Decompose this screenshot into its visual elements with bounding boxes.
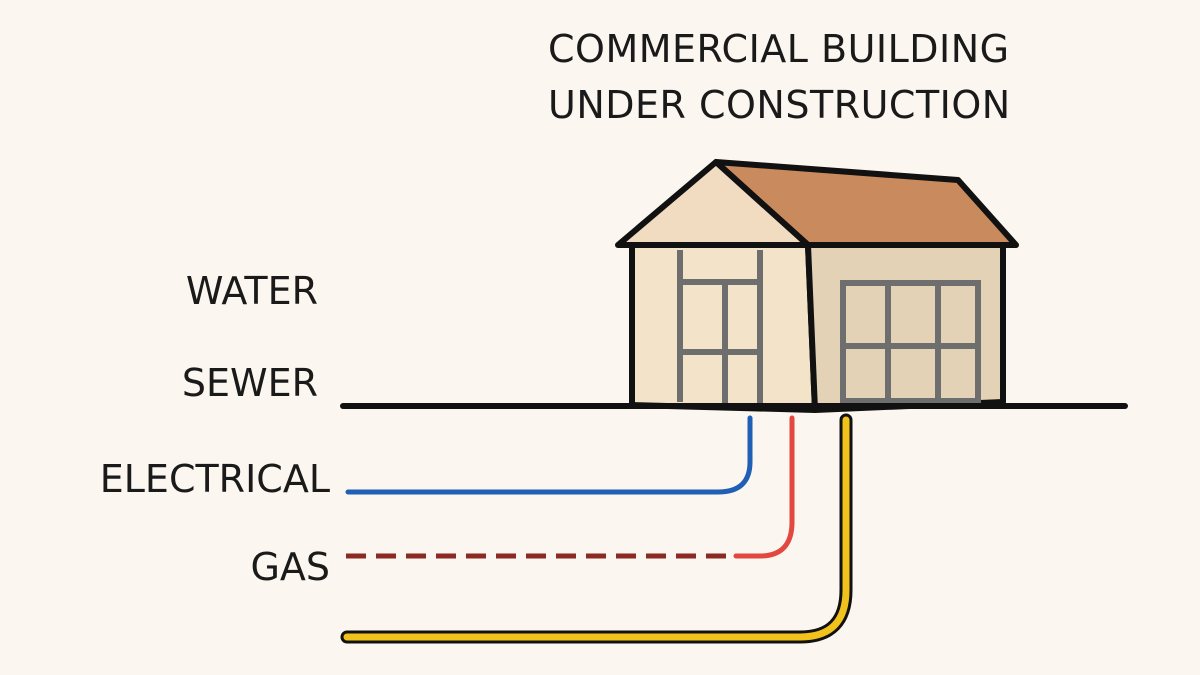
title-line-2: UNDER CONSTRUCTION <box>548 83 1011 127</box>
side-window <box>840 280 981 404</box>
title-line-1: COMMERCIAL BUILDING <box>548 27 1010 71</box>
label-electrical: ELECTRICAL <box>100 457 330 501</box>
building-illustration <box>615 159 1019 413</box>
red-utility-line <box>733 415 795 559</box>
blue-utility-line <box>345 415 753 495</box>
label-sewer: SEWER <box>182 361 318 405</box>
label-water: WATER <box>186 269 318 313</box>
front-window <box>677 250 763 406</box>
yellow-utility-line <box>340 413 853 644</box>
label-gas: GAS <box>250 545 330 589</box>
side-wall <box>805 242 1006 413</box>
yellow-utility-line-fill <box>343 416 850 641</box>
